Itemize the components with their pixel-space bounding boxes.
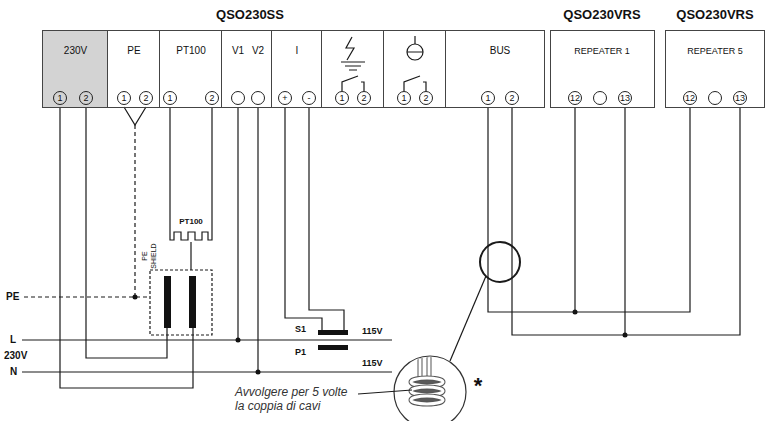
leader-line — [450, 276, 486, 361]
sensor-label: PT100 — [179, 218, 203, 226]
current-wire — [309, 107, 344, 330]
cable — [420, 350, 429, 380]
bus-wire — [488, 107, 575, 312]
terminal-circle — [708, 91, 722, 105]
cable-winding — [411, 396, 443, 404]
terminal-number: 1 — [117, 91, 131, 105]
block-label: PE — [127, 46, 140, 56]
terminal-number: 12 — [568, 91, 582, 105]
voltage-label: 115V — [362, 327, 383, 336]
footnote-mark: * — [474, 375, 483, 397]
terminal-number: - — [302, 91, 316, 105]
transformer-coil — [164, 276, 171, 328]
repeater-unit: QSO230VRSREPEATER 11213 — [550, 30, 655, 108]
ferrite-detail — [411, 350, 443, 406]
terminal-block: 230V 12 — [43, 31, 108, 107]
controller-unit: QSO230SS230V12PE12PT10012V1V2I+-1212BUS1… — [42, 30, 545, 108]
terminal-block: PT100 1 2 — [160, 31, 222, 107]
junction-dot — [256, 370, 261, 375]
block-label: I — [296, 46, 299, 56]
junction-dot — [133, 295, 138, 300]
terminal-block: I +- — [272, 31, 322, 107]
ct-bar — [318, 330, 348, 335]
block-label: 230V — [64, 46, 87, 56]
conductor-label: N — [10, 367, 17, 377]
terminal-circle — [231, 91, 245, 105]
block-label: BUS — [490, 46, 511, 56]
transformer-coil — [189, 276, 196, 328]
flow-symbol — [407, 36, 423, 52]
terminal-number: 1 — [335, 91, 349, 105]
terminal-circle — [251, 91, 265, 105]
transformer-screen — [150, 270, 212, 335]
l-line — [22, 339, 392, 340]
ground-symbol — [341, 62, 365, 70]
block-label: PT100 — [176, 46, 205, 56]
pe-line — [24, 296, 150, 297]
conductor-label: L — [10, 335, 16, 345]
terminal-number: 13 — [733, 91, 747, 105]
block-label: V1 — [232, 46, 244, 56]
conductor-label: PE — [6, 292, 19, 302]
contact-symbol — [342, 76, 364, 91]
note-text: Avvolgere per 5 volte la coppia di cavi — [235, 385, 355, 413]
terminal-block: PE 12 — [108, 31, 160, 107]
terminal-number: 12 — [683, 91, 697, 105]
terminal-number: 13 — [618, 91, 632, 105]
unit-title: QSO230SS — [216, 8, 284, 21]
bus-wire — [624, 108, 625, 335]
junction-dot — [236, 338, 241, 343]
cable-winding — [411, 396, 443, 404]
relay-block: 12 — [384, 31, 446, 107]
bus-wire — [512, 107, 740, 335]
ct-terminal-label: S1 — [295, 325, 306, 334]
cable — [420, 350, 429, 380]
unit-title: QSO230VRS — [676, 8, 753, 21]
pe-wire — [124, 107, 146, 125]
pt100-lead — [190, 242, 191, 270]
shield-label: PE — [141, 251, 148, 260]
terminal-number: 1 — [481, 91, 495, 105]
lightning-symbol — [346, 37, 354, 60]
unit-title: QSO230VRS — [563, 8, 640, 21]
supply-wire — [60, 107, 193, 388]
terminal-number: 2 — [205, 91, 219, 105]
leader-line — [358, 390, 412, 394]
terminal-number: 2 — [79, 91, 93, 105]
voltage-label: 230V — [4, 351, 27, 361]
voltage-label: 115V — [362, 359, 383, 368]
terminal-block: V1 V2 — [222, 31, 272, 107]
ct-bar — [318, 345, 348, 350]
pt100-wire — [170, 107, 212, 240]
terminal-number: + — [278, 91, 292, 105]
current-wire — [285, 107, 322, 330]
relay-block: 12 — [322, 31, 384, 107]
repeater-unit: QSO230VRSREPEATER 51213 — [665, 30, 765, 108]
terminal-number: 1 — [53, 91, 67, 105]
voltage-wire — [257, 107, 258, 372]
terminal-number: 1 — [163, 91, 177, 105]
supply-wire — [86, 107, 167, 358]
block-label: REPEATER 1 — [574, 47, 629, 56]
terminal-number: 1 — [397, 91, 411, 105]
terminal-circle — [593, 91, 607, 105]
terminal-number: 2 — [419, 91, 433, 105]
pe-wire — [134, 125, 135, 297]
block-label: REPEATER 5 — [687, 47, 742, 56]
voltage-wire — [237, 107, 238, 340]
bus-wire — [575, 108, 690, 312]
n-line — [22, 371, 392, 372]
ct-terminal-label: P1 — [295, 348, 306, 357]
contact-symbol — [404, 76, 426, 91]
terminal-number: 2 — [357, 91, 371, 105]
terminal-block: BUS 12 — [446, 31, 544, 107]
block-label: V2 — [252, 46, 264, 56]
terminal-number: 2 — [139, 91, 153, 105]
shield-label: SHIELD — [150, 243, 157, 268]
terminal-number: 2 — [505, 91, 519, 105]
